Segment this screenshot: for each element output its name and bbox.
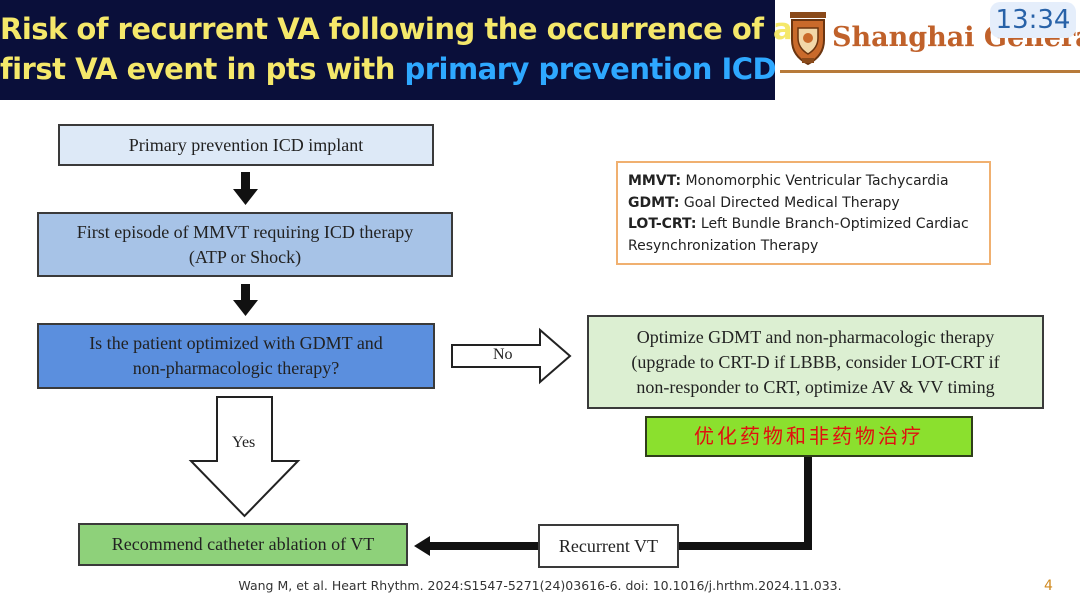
- left-arrow-icon: [414, 536, 538, 556]
- title-line-1: Risk of recurrent VA following the occur…: [0, 12, 793, 46]
- first-episode-box: First episode of MMVT requiring ICD ther…: [37, 212, 453, 277]
- chinese-note-text: 优化药物和非药物治疗: [694, 424, 924, 448]
- title-highlight: primary prevention ICD: [404, 52, 777, 86]
- legend-abbr: LOT-CRT:: [628, 216, 697, 232]
- recurrent-vt-box: Recurrent VT: [538, 524, 679, 568]
- legend-text: Resynchronization Therapy: [628, 237, 819, 254]
- legend-abbr: MMVT:: [628, 173, 682, 189]
- implant-box: Primary prevention ICD implant: [58, 124, 434, 166]
- legend-text: Left Bundle Branch-Optimized Cardiac: [696, 216, 969, 232]
- recurrent-vt-text: Recurrent VT: [558, 535, 659, 556]
- legend-text: Monomorphic Ventricular Tachycardia: [681, 173, 949, 189]
- implant-text: Primary prevention ICD implant: [128, 134, 364, 155]
- yes-arrow-icon: [188, 396, 301, 518]
- legend-text: Goal Directed Medical Therapy: [679, 194, 900, 211]
- optimize-gdmt-line-3: non-responder to CRT, optimize AV & VV t…: [636, 376, 995, 397]
- legend-row: GDMT: Goal Directed Medical Therapy: [628, 193, 979, 215]
- no-label: No: [493, 346, 513, 363]
- ablation-box: Recommend catheter ablation of VT: [78, 523, 408, 566]
- optimized-question-line-2: non-pharmacologic therapy?: [132, 358, 340, 378]
- recurrent-connector: [679, 456, 812, 550]
- optimized-question-line-1: Is the patient optimized with GDMT and: [89, 333, 383, 353]
- down-arrow-icon-2: [233, 284, 258, 316]
- down-arrow-icon-1: [233, 172, 258, 205]
- first-episode-line-2: (ATP or Shock): [188, 246, 302, 267]
- optimize-gdmt-box: Optimize GDMT and non-pharmacologic ther…: [587, 315, 1044, 409]
- legend-row: Resynchronization Therapy: [628, 236, 979, 258]
- no-arrow-icon: [451, 327, 572, 385]
- title-banner: Risk of recurrent VA following the occur…: [0, 0, 793, 100]
- clock-badge: 13:34: [990, 2, 1076, 38]
- optimized-question-box: Is the patient optimized with GDMT and n…: [37, 323, 435, 389]
- legend-row: LOT-CRT: Left Bundle Branch-Optimized Ca…: [628, 214, 979, 236]
- crest-icon: [790, 12, 826, 66]
- citation: Wang M, et al. Heart Rhythm. 2024:S1547-…: [238, 578, 842, 593]
- chinese-note-box: 优化药物和非药物治疗: [645, 416, 973, 457]
- title-line-2-prefix: first VA event in pts with: [0, 52, 405, 86]
- legend-row: MMVT: Monomorphic Ventricular Tachycardi…: [628, 171, 979, 193]
- title-line-2: first VA event in pts with primary preve…: [0, 52, 777, 86]
- page-number: 4: [1044, 578, 1053, 594]
- legend-abbr: GDMT:: [628, 194, 680, 211]
- first-episode-line-1: First episode of MMVT requiring ICD ther…: [76, 221, 414, 242]
- abbreviation-legend: MMVT: Monomorphic Ventricular Tachycardi…: [616, 161, 991, 265]
- logo-divider: [780, 70, 1080, 73]
- optimize-gdmt-line-2: (upgrade to CRT-D if LBBB, consider LOT-…: [631, 351, 1000, 372]
- optimize-gdmt-line-1: Optimize GDMT and non-pharmacologic ther…: [636, 326, 995, 347]
- ablation-text: Recommend catheter ablation of VT: [111, 534, 375, 554]
- yes-label: Yes: [232, 434, 256, 451]
